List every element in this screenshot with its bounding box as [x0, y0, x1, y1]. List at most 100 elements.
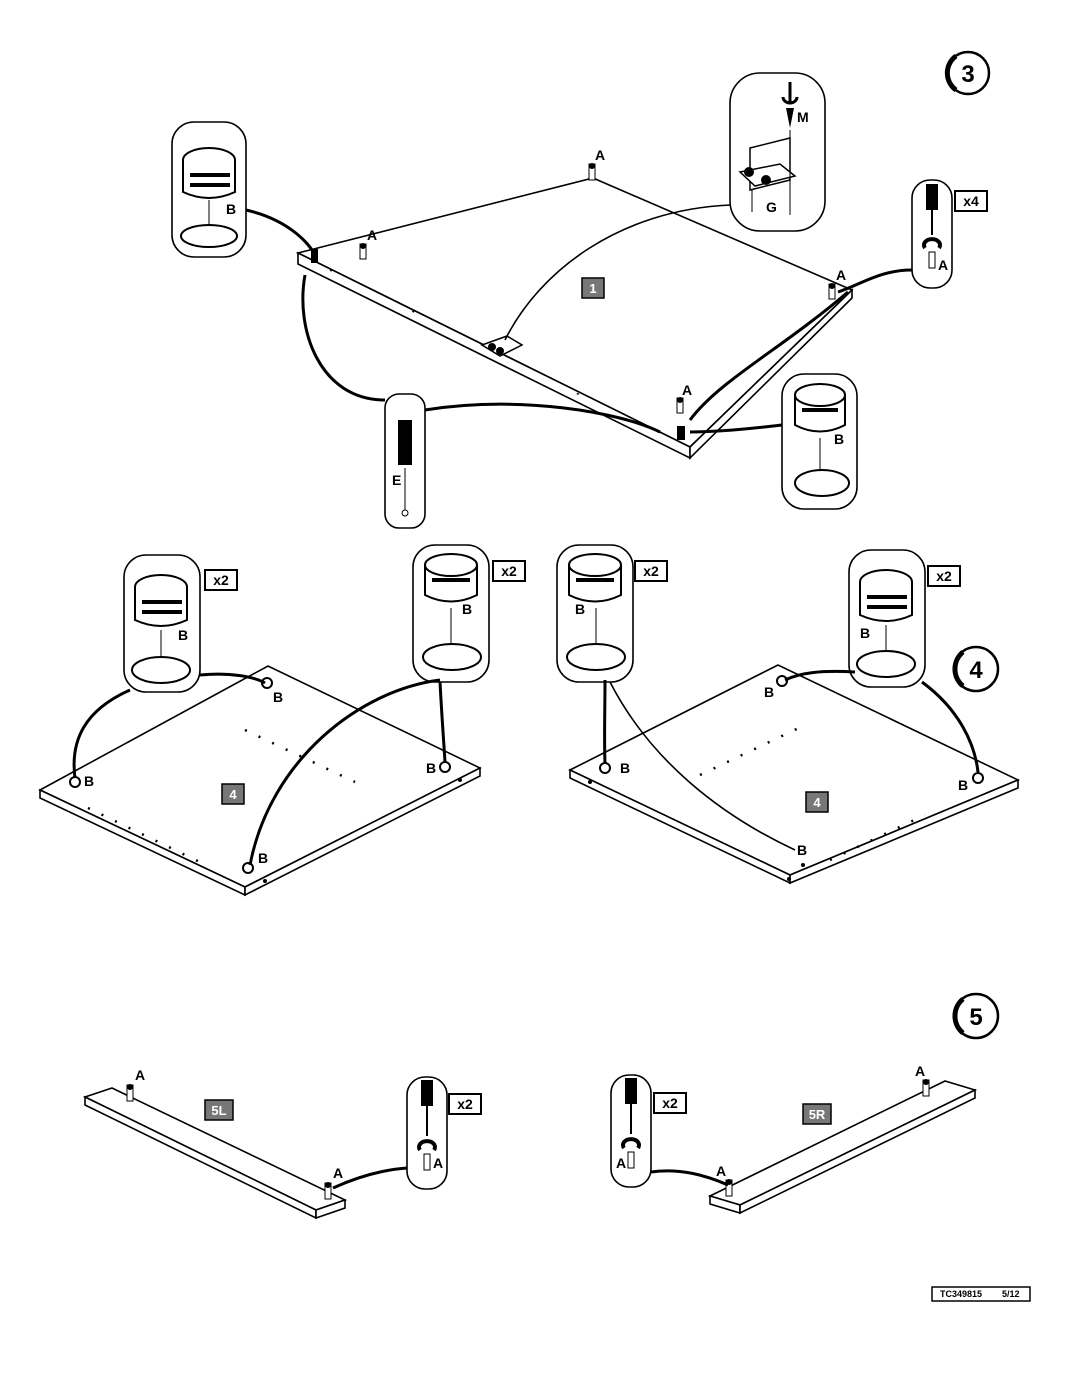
- panel-4-left: 4 B B B B: [38, 665, 482, 897]
- hinge-bracket: [480, 335, 524, 357]
- qty-box-4b: x2: [492, 560, 526, 582]
- part-tag-1-text: 1: [589, 281, 596, 296]
- step-5-badge: 5: [952, 992, 1000, 1040]
- callout-cam-right: B: [781, 373, 858, 510]
- cam-left: [311, 249, 318, 263]
- footer-code: TC349815: [940, 1289, 982, 1299]
- part-tag-5r: 5R: [802, 1103, 832, 1125]
- leader-4b-2: [438, 681, 447, 763]
- board-5r: A A 5R: [707, 1063, 978, 1215]
- qty-box-4a: x2: [204, 569, 238, 591]
- callout-label-a-x4: A: [938, 257, 948, 273]
- qty-box-4d: x2: [927, 565, 961, 587]
- callout-hinge: M G: [729, 72, 826, 232]
- leader-4d-1: [784, 669, 856, 682]
- leader-line-e-left: [301, 274, 386, 402]
- part-tag-4b: 4: [805, 791, 829, 813]
- leader-5r: [650, 1169, 729, 1187]
- dowel-a-front: [676, 397, 684, 414]
- part-tag-4b-text: 4: [813, 795, 821, 810]
- label-b-l3: B: [426, 760, 436, 776]
- qty-box-5r: x2: [653, 1092, 687, 1114]
- qty-x2-a: x2: [213, 572, 229, 588]
- qty-x2-d: x2: [936, 568, 952, 584]
- step-4-group: 4 4 B B B B: [38, 544, 1020, 897]
- leader-line-hinge: [504, 204, 731, 341]
- leader-line-back: [688, 290, 849, 421]
- leader-line-e-right: [424, 402, 661, 434]
- callout-dowel-5r: A x2: [610, 1074, 687, 1188]
- part-tag-4a-text: 4: [229, 787, 237, 802]
- label-b-l4: B: [258, 850, 268, 866]
- callout-cam-4a: B x2: [123, 554, 238, 693]
- step-4-number: 4: [969, 657, 983, 684]
- part-tag-4a: 4: [221, 783, 245, 805]
- leader-4a-1: [72, 688, 131, 779]
- callout-cam-top-left: B: [171, 121, 247, 258]
- callout-label-b-4c: B: [575, 601, 585, 617]
- qty-x4: x4: [963, 193, 979, 209]
- label-a-1: A: [595, 147, 605, 163]
- qty-box-5l: x2: [448, 1093, 482, 1115]
- step-5-group: 5 A A 5L A x2: [82, 992, 1000, 1220]
- footer-page: 5/12: [1002, 1289, 1020, 1299]
- callout-cam-4b: B x2: [412, 544, 526, 683]
- callout-dowel-x4: A x4: [911, 179, 988, 289]
- panel-4-right: 4 B B B B: [568, 664, 1020, 885]
- part-tag-1: 1: [581, 277, 605, 299]
- callout-label-m: M: [797, 109, 809, 125]
- label-b-l1: B: [84, 773, 94, 789]
- label-a-5l-2: A: [333, 1165, 343, 1181]
- leader-line-cam-right: [689, 423, 783, 434]
- dowel-a-top: [588, 163, 596, 181]
- label-a-3: A: [836, 267, 846, 283]
- callout-label-b-4b: B: [462, 601, 472, 617]
- qty-x2-e: x2: [457, 1096, 473, 1112]
- leader-4b-1: [248, 678, 441, 866]
- callout-label-a-5r: A: [616, 1155, 626, 1171]
- label-b-r4: B: [797, 842, 807, 858]
- qty-x2-f: x2: [662, 1095, 678, 1111]
- part-tag-5r-text: 5R: [809, 1107, 826, 1122]
- part-tag-5l: 5L: [204, 1099, 234, 1121]
- leader-4a-2: [199, 672, 266, 685]
- callout-label-g: G: [766, 199, 777, 215]
- step-3-group: 3 1 A: [171, 50, 991, 529]
- callout-label-a-5l: A: [433, 1155, 443, 1171]
- label-a-4: A: [682, 382, 692, 398]
- qty-x2-b: x2: [501, 563, 517, 579]
- label-b-l2: B: [273, 689, 283, 705]
- callout-label-b-1: B: [226, 201, 236, 217]
- callout-label-b-4a: B: [178, 627, 188, 643]
- callout-dowel-e: E: [384, 393, 426, 529]
- panel-1: 1: [295, 163, 854, 460]
- step-3-number: 3: [961, 61, 974, 88]
- label-b-r1: B: [620, 760, 630, 776]
- footer-box: TC349815 5/12: [931, 1286, 1031, 1302]
- label-a-5l-1: A: [135, 1067, 145, 1083]
- label-a-2: A: [367, 227, 377, 243]
- dowel-a-left: [359, 243, 367, 260]
- callout-dowel-5l: A x2: [406, 1076, 482, 1190]
- label-b-r2: B: [764, 684, 774, 700]
- qty-box-4c: x2: [634, 560, 668, 582]
- leader-5l: [332, 1166, 408, 1190]
- callout-cam-4c: B x2: [556, 544, 668, 683]
- leader-line-dowel: [837, 268, 913, 294]
- callout-label-b-4d: B: [860, 625, 870, 641]
- leader-line-1: [245, 208, 317, 256]
- step-3-badge: 3: [944, 50, 991, 96]
- step-4-badge: 4: [952, 645, 1000, 693]
- board-5l: A A 5L: [82, 1067, 348, 1220]
- step-5-number: 5: [969, 1004, 982, 1031]
- qty-x4-box: x4: [954, 190, 988, 212]
- callout-label-e: E: [392, 472, 401, 488]
- dowel-a-right: [828, 283, 836, 300]
- leader-4d-2: [921, 680, 980, 773]
- callout-label-b-2: B: [834, 431, 844, 447]
- label-a-5r-2: A: [716, 1163, 726, 1179]
- label-b-r3: B: [958, 777, 968, 793]
- qty-x2-c: x2: [643, 563, 659, 579]
- callout-cam-4d: B x2: [848, 549, 961, 688]
